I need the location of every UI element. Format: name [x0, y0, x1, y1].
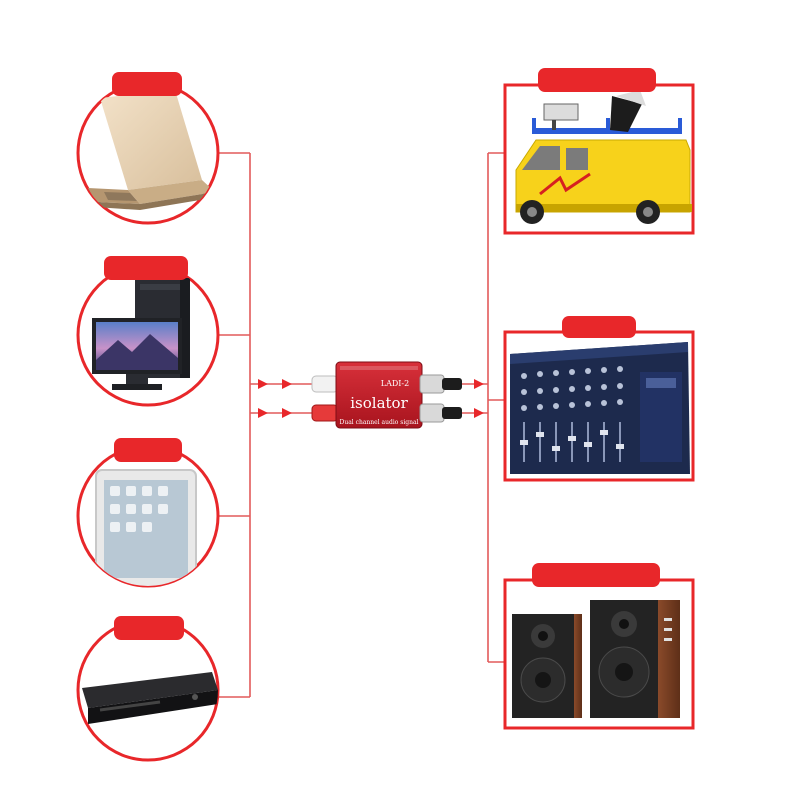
- laptop-label-tab: [112, 72, 182, 96]
- broadcast-van-icon: [515, 90, 692, 224]
- arrow-out-2: [474, 408, 484, 418]
- mixer-label-tab: [562, 316, 636, 338]
- isolator-model: LADI-2: [381, 379, 409, 388]
- speakers-icon: [512, 600, 680, 718]
- dvd-label-tab: [114, 616, 184, 640]
- isolator-box: [335, 361, 423, 429]
- desktop-label-tab: [104, 256, 188, 280]
- source-tablet: [76, 438, 220, 588]
- destination-broadcast-van: [503, 68, 695, 235]
- audio-mixer-icon: [510, 342, 690, 474]
- source-desktop-computer: [76, 256, 220, 407]
- laptop-icon: [88, 90, 215, 210]
- isolator-subtitle: Dual channel audio signal: [340, 419, 419, 426]
- destination-audio-mixer: [503, 316, 695, 482]
- isolator-device: LADI-2 isolator Dual channel audio signa…: [311, 361, 462, 429]
- output-plug-1: [419, 374, 462, 394]
- van-label-tab: [538, 68, 656, 92]
- arrow-in-1a: [258, 379, 268, 389]
- speakers-label-tab: [532, 563, 660, 587]
- tablet-icon: [95, 469, 197, 586]
- source-dvd-player: [76, 616, 220, 762]
- arrow-out-1: [474, 379, 484, 389]
- arrow-in-2a: [258, 408, 268, 418]
- arrow-in-1b: [282, 379, 292, 389]
- isolator-title: isolator: [350, 394, 408, 412]
- destination-speakers: [503, 563, 695, 730]
- desktop-computer-icon: [92, 278, 190, 390]
- arrow-in-2b: [282, 408, 292, 418]
- dvd-player-icon: [82, 672, 218, 724]
- signal-arrows: [258, 379, 484, 418]
- source-laptop: [76, 72, 220, 225]
- output-plug-2: [419, 403, 462, 423]
- tablet-label-tab: [114, 438, 182, 462]
